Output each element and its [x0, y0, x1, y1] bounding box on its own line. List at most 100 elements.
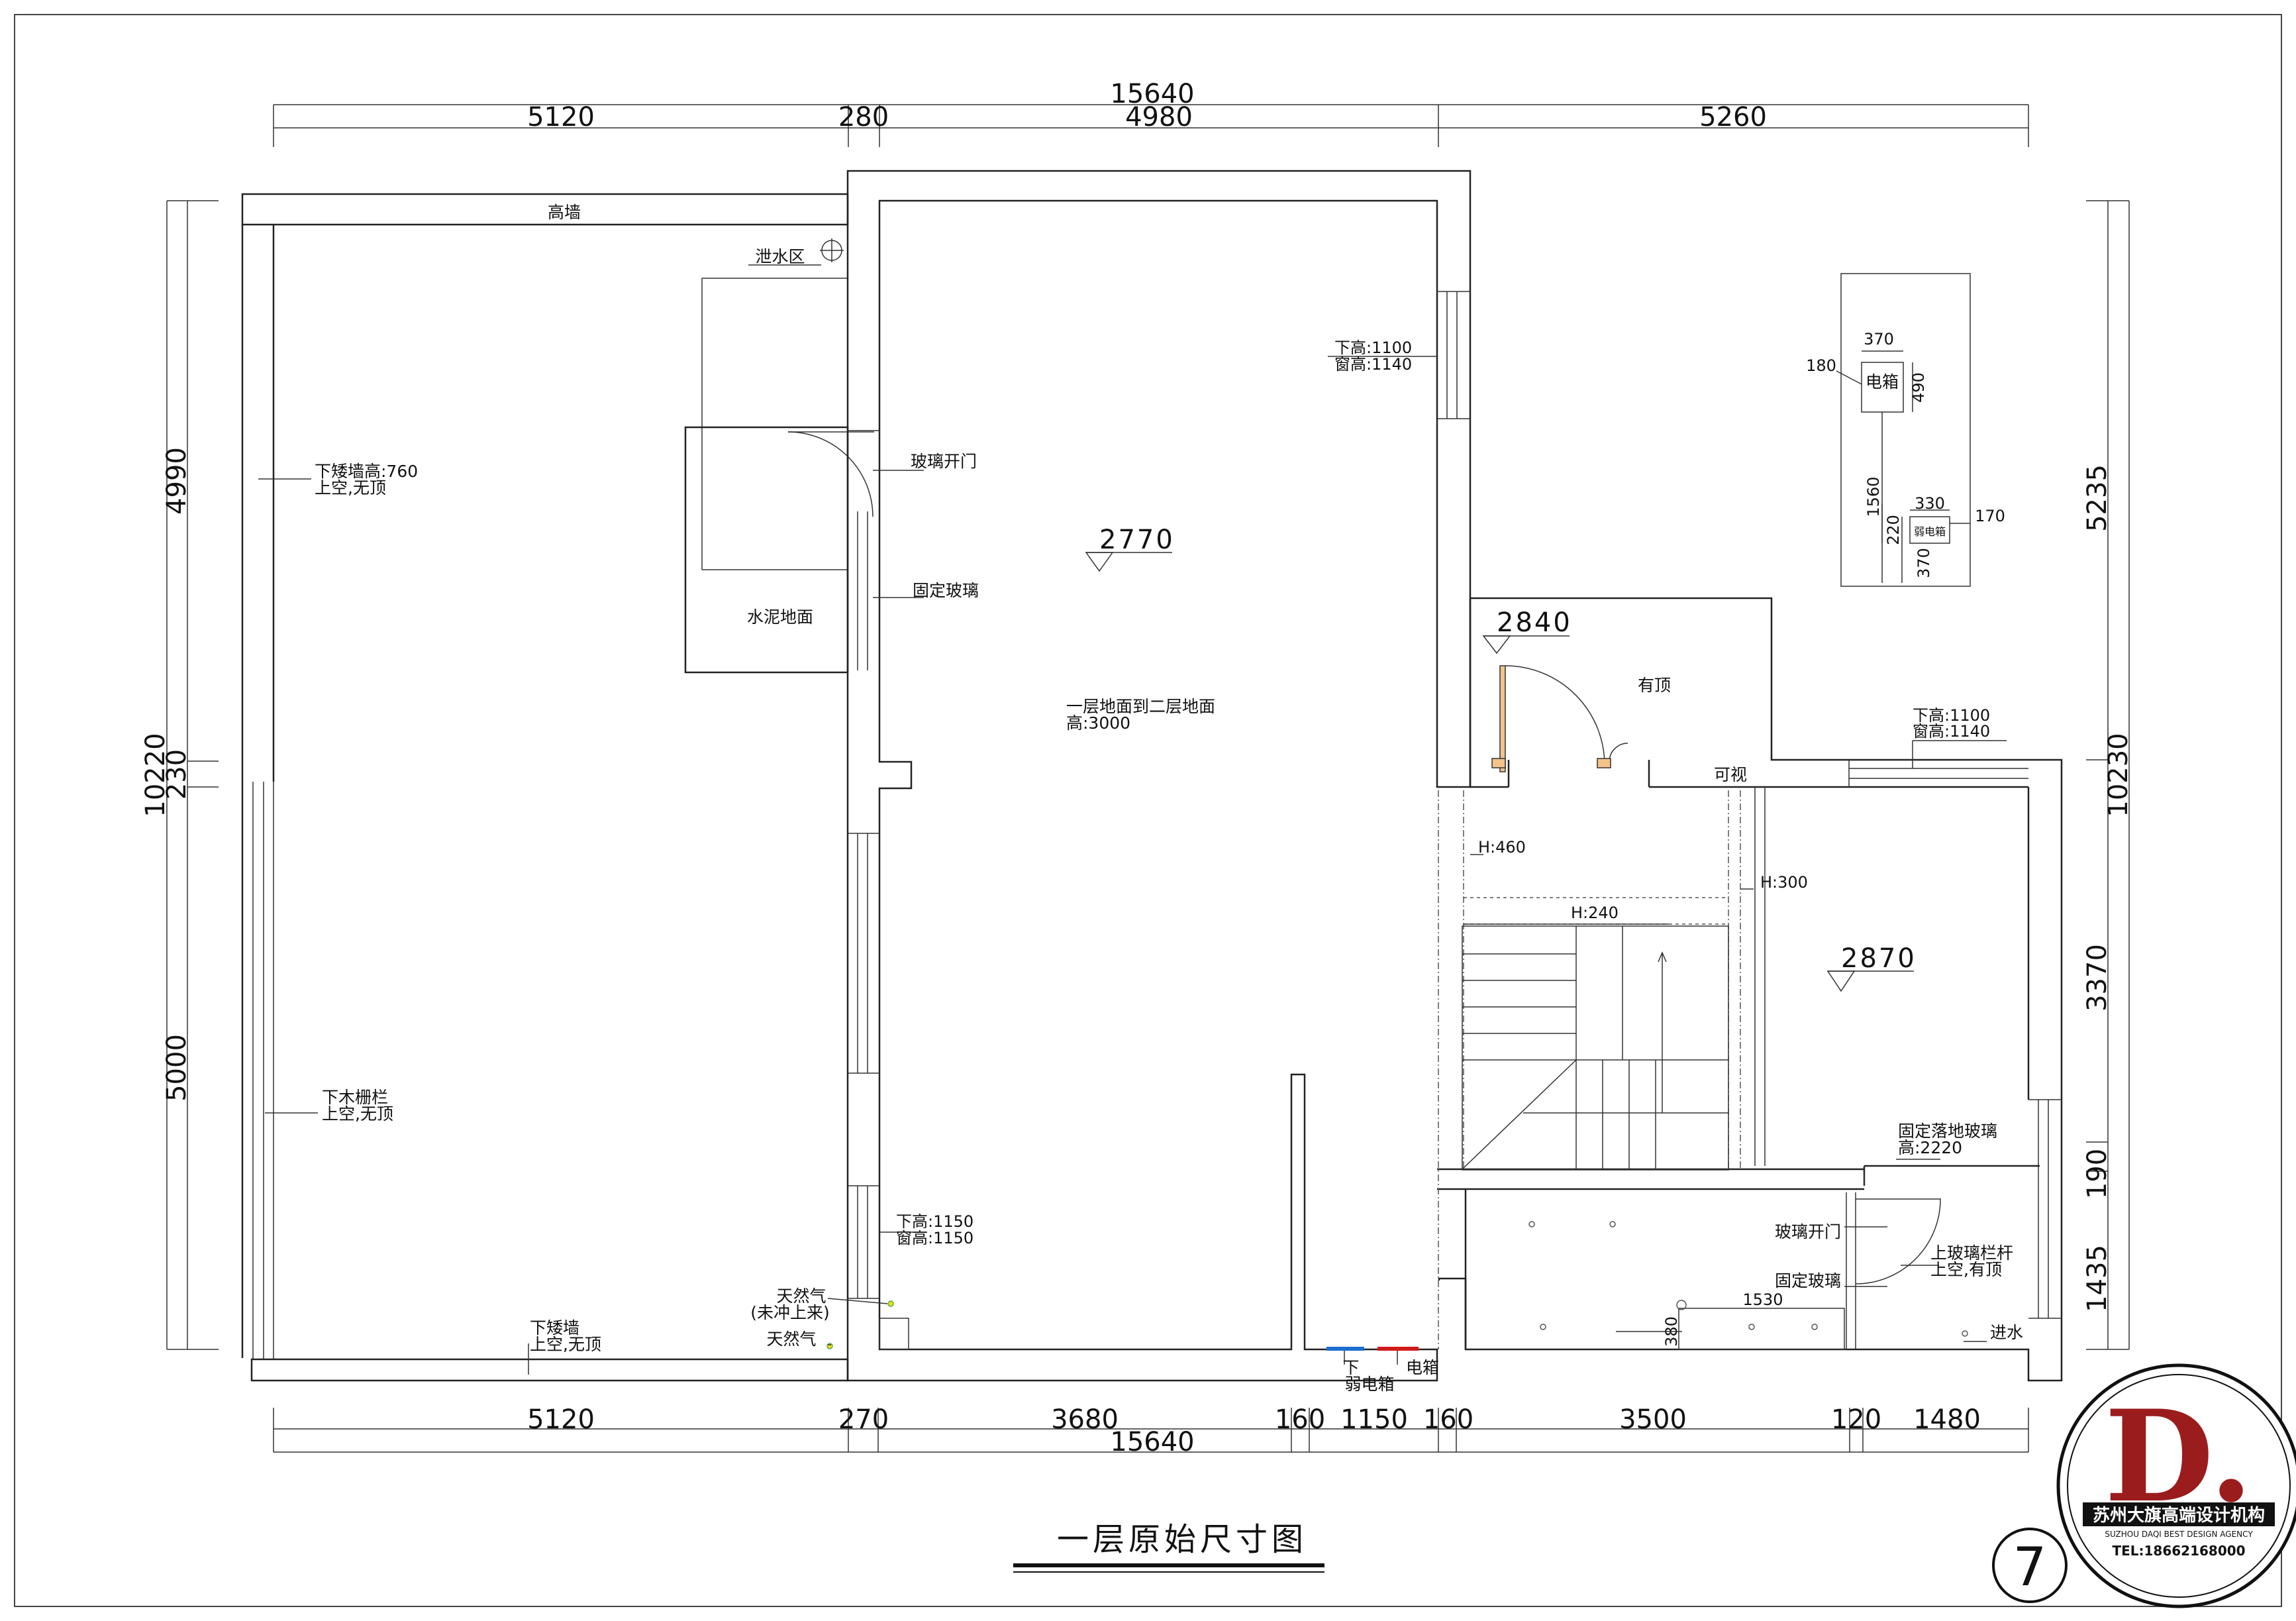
label-cement-floor: 水泥地面 — [747, 607, 813, 627]
elevation-2870: 2870 — [1826, 943, 1917, 992]
label-fixed-floor-glass-a: 固定落地玻璃 — [1898, 1122, 1997, 1141]
electric-box-mark — [1377, 1347, 1419, 1351]
left-dimension-chain — [166, 200, 219, 1350]
drawing-frame — [14, 14, 2282, 1607]
label-visible: 可视 — [1714, 765, 1747, 784]
label-water-in: 进水 — [1990, 1323, 2023, 1342]
drawing-title: 一层原始尺寸图 — [1057, 1521, 1307, 1558]
svg-text:2770: 2770 — [1099, 525, 1175, 555]
label-roofed: 有顶 — [1638, 676, 1671, 695]
label-elec-box: 电箱 — [1406, 1358, 1439, 1377]
dim-bottom-6: 160 — [1423, 1404, 1473, 1435]
label-fixed-floor-glass-b: 高:2220 — [1898, 1138, 1962, 1157]
label-gas-1-a: 天然气 — [776, 1286, 826, 1306]
label-gas-2: 天然气 — [766, 1330, 816, 1349]
label-window-3-a: 下高:1150 — [896, 1212, 973, 1231]
label-glass-rail-b: 上空,有顶 — [1930, 1260, 2002, 1279]
dim-bottom-5: 1150 — [1340, 1404, 1408, 1435]
label-down: 下 — [1342, 1358, 1359, 1377]
dim-bottom-4: 160 — [1275, 1404, 1325, 1435]
inset-370: 370 — [1864, 330, 1894, 348]
label-wood-fence-a: 下木栅栏 — [322, 1088, 388, 1107]
label-wood-fence-b: 上空,无顶 — [322, 1104, 393, 1124]
dim-bottom-7: 3500 — [1619, 1404, 1687, 1435]
dim-top-4: 5260 — [1699, 102, 1767, 132]
logo-english: SUZHOU DAQI BEST DESIGN AGENCY — [2105, 1530, 2253, 1539]
label-gas-1-b: (未冲上来) — [750, 1303, 830, 1322]
label-window-3-b: 窗高:1150 — [896, 1229, 973, 1247]
logo-name: 苏州大旗高端设计机构 — [2093, 1505, 2265, 1526]
dim-right-1: 5235 — [2082, 464, 2113, 532]
dim-right-2: 3370 — [2082, 944, 2113, 1012]
label-fixed-glass-2: 固定玻璃 — [1775, 1271, 1841, 1290]
inset-220: 220 — [1884, 515, 1903, 545]
main-room-walls — [846, 170, 1472, 1382]
label-window-1-b: 窗高:1140 — [1334, 355, 1412, 374]
dim-left-3: 5000 — [162, 1034, 192, 1102]
dim-right-4: 1435 — [2082, 1245, 2113, 1312]
dim-bottom-total: 15640 — [1110, 1427, 1194, 1457]
label-low-wall-760-a: 下矮墙高:760 — [315, 462, 418, 481]
label-glass-rail-a: 上玻璃栏杆 — [1930, 1243, 2013, 1263]
inset-detail — [1836, 273, 1971, 587]
label-window-2-b: 窗高:1140 — [1913, 722, 1990, 741]
svg-text:2840: 2840 — [1497, 607, 1572, 638]
label-high-wall: 高墙 — [548, 203, 581, 222]
drain-symbol — [748, 238, 844, 266]
label-low-wall-a: 下矮墙 — [530, 1318, 579, 1337]
label-low-wall-b: 上空,无顶 — [530, 1335, 601, 1354]
inset-1560: 1560 — [1864, 476, 1883, 517]
dim-left-1: 4990 — [162, 447, 192, 515]
dim-bottom-2: 270 — [838, 1404, 889, 1435]
dim-left-2: 230 — [162, 749, 192, 800]
company-logo: D. 苏州大旗高端设计机构 SUZHOU DAQI BEST DESIGN AG… — [2056, 1363, 2296, 1608]
top-dimension-chain — [273, 104, 2029, 147]
dim-bottom-1: 5120 — [527, 1404, 595, 1435]
dim-top-2: 280 — [838, 102, 889, 132]
elevation-2770: 2770 — [1085, 525, 1175, 572]
label-glass-door-1: 玻璃开门 — [911, 452, 977, 471]
dim-left-total: 10220 — [140, 733, 171, 817]
elevation-2840: 2840 — [1482, 607, 1572, 654]
inset-180: 180 — [1806, 356, 1836, 375]
label-weak-box: 弱电箱 — [1344, 1375, 1394, 1394]
logo-tel: TEL:18662168000 — [2112, 1543, 2245, 1559]
inset-weak-box: 弱电箱 — [1914, 525, 1946, 538]
label-380: 380 — [1662, 1316, 1681, 1347]
dim-top-1: 5120 — [527, 102, 595, 132]
right-rooms — [1437, 597, 2063, 1382]
leader-lines — [258, 356, 2007, 1375]
inset-330: 330 — [1915, 494, 1945, 513]
right-dimension-chain — [2086, 200, 2130, 1350]
label-floor-height-a: 一层地面到二层地面 — [1066, 697, 1215, 716]
weak-current-box-mark — [1326, 1347, 1364, 1351]
entry-door — [1491, 665, 1628, 772]
dim-bottom-9: 1480 — [1913, 1404, 1981, 1435]
label-glass-door-2: 玻璃开门 — [1775, 1222, 1841, 1241]
bottom-dimension-chain — [273, 1408, 2029, 1453]
inset-370b: 370 — [1915, 548, 1933, 578]
label-h240: H:240 — [1571, 904, 1619, 922]
dim-top-total: 15640 — [1110, 79, 1194, 109]
fixture-markers — [1528, 1221, 1968, 1337]
label-window-1-a: 下高:1100 — [1334, 339, 1412, 357]
label-1530: 1530 — [1742, 1290, 1783, 1309]
left-courtyard — [241, 193, 874, 1382]
label-fixed-glass-1: 固定玻璃 — [913, 581, 979, 600]
svg-text:2870: 2870 — [1841, 943, 1917, 974]
dim-right-3: 190 — [2082, 1149, 2113, 1199]
dim-right-total: 10230 — [2103, 733, 2134, 817]
gas-markers — [826, 1298, 894, 1349]
label-low-wall-760-b: 上空,无顶 — [315, 478, 386, 497]
page-number: 7 — [2013, 1536, 2047, 1598]
label-drain-area: 泄水区 — [755, 247, 805, 266]
dim-top-3: 4980 — [1125, 102, 1193, 132]
label-h460: H:460 — [1478, 838, 1526, 857]
label-window-2-a: 下高:1100 — [1913, 706, 1990, 725]
inset-490: 490 — [1909, 372, 1928, 403]
label-floor-height-b: 高:3000 — [1066, 713, 1130, 733]
staircase — [1438, 790, 1741, 1349]
inset-elec-box: 电箱 — [1866, 372, 1899, 392]
dim-bottom-3: 3680 — [1051, 1404, 1119, 1435]
